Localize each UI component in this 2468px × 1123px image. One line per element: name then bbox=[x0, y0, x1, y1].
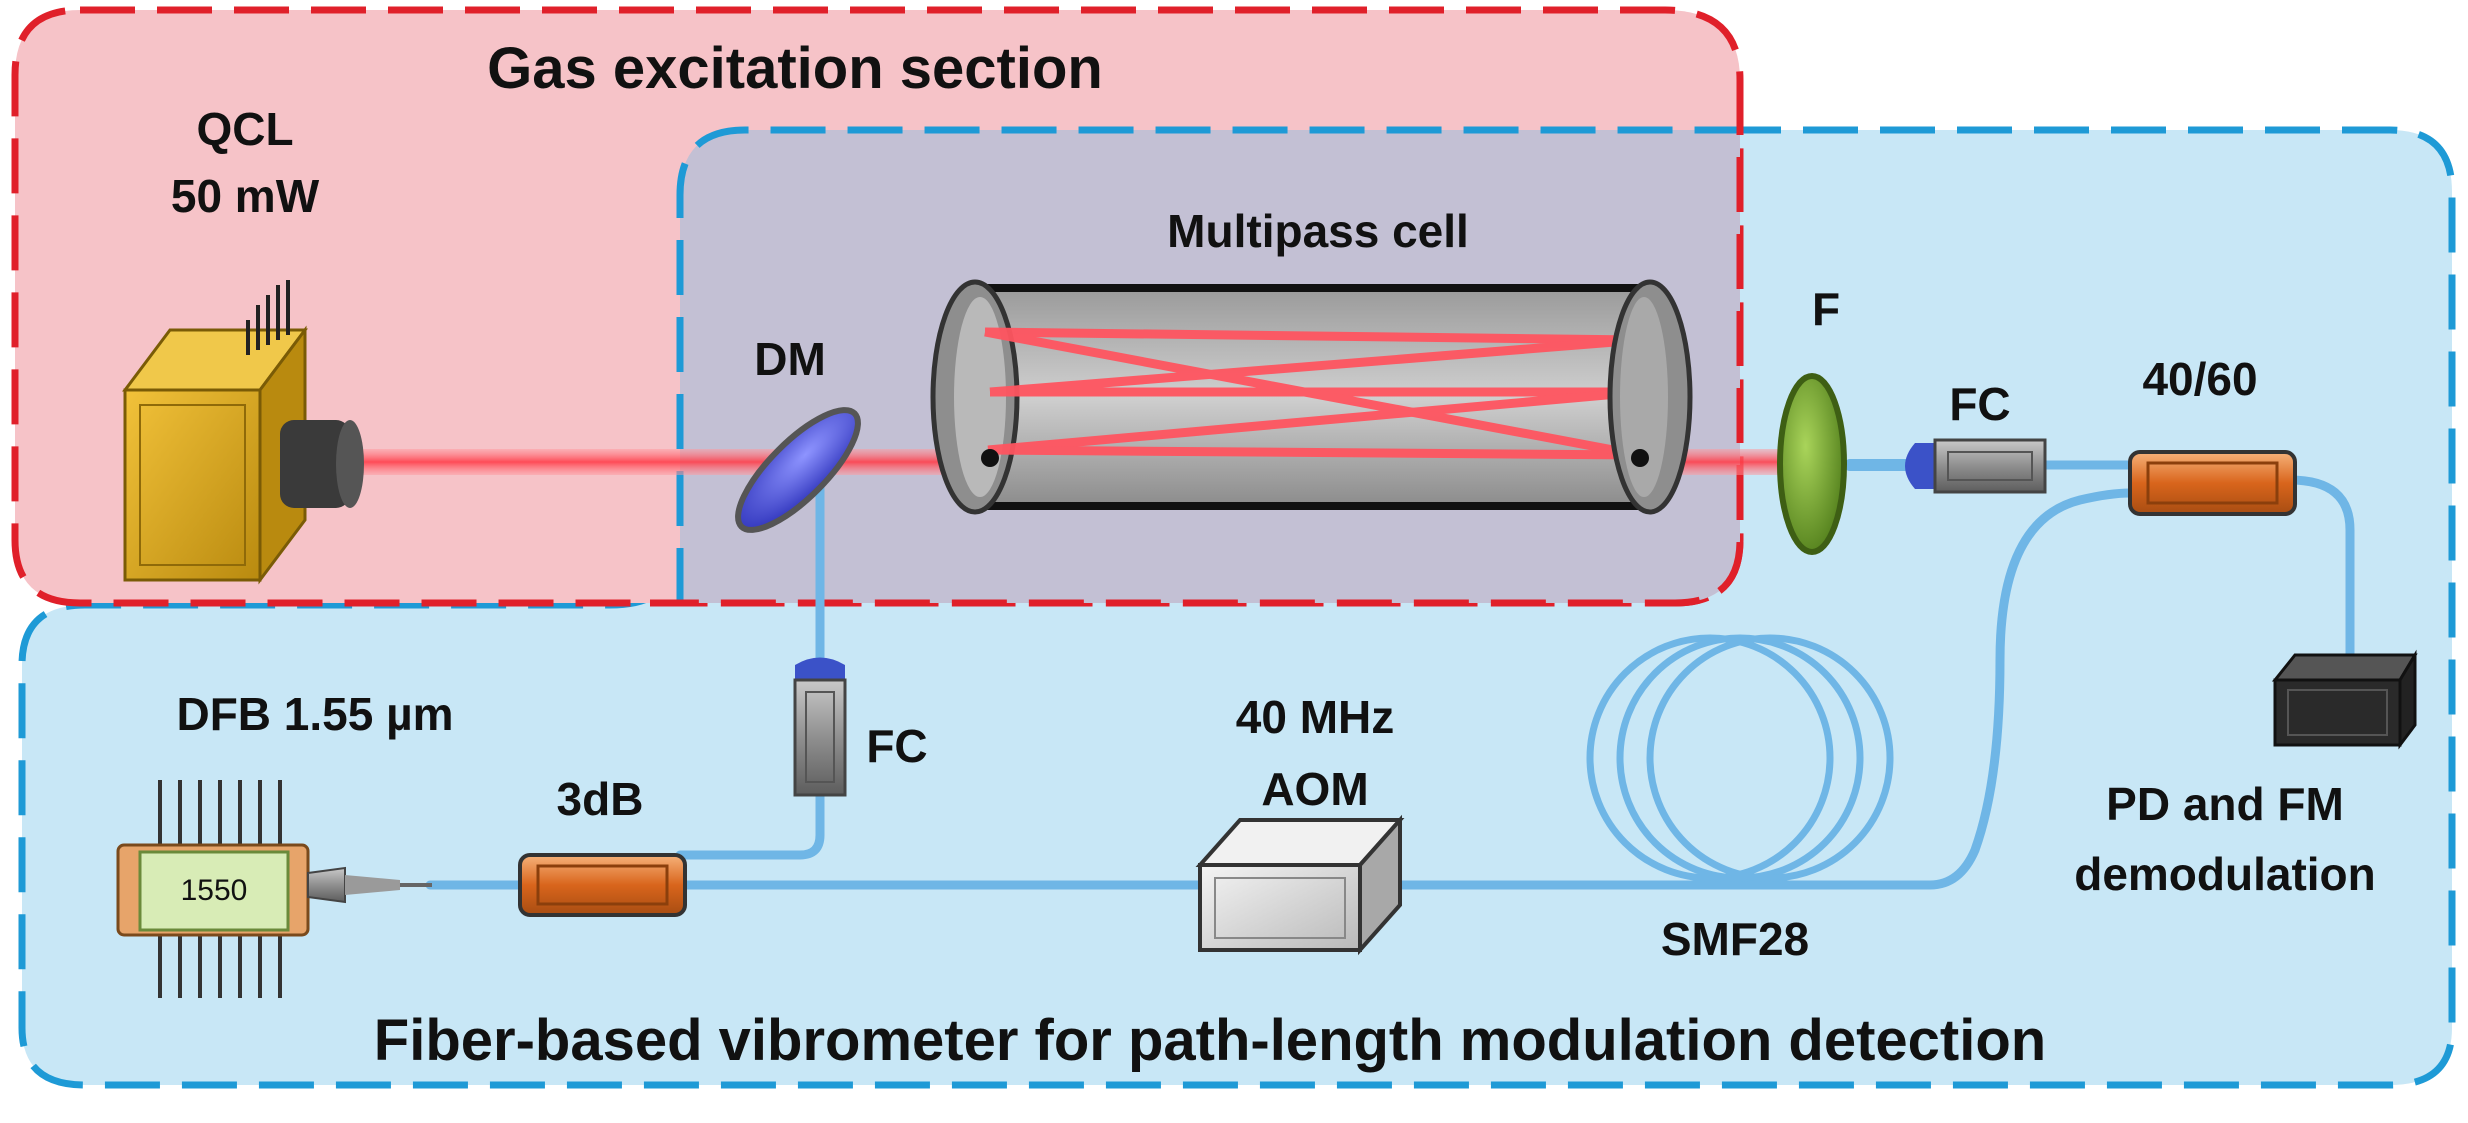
fc-mid-label: FC bbox=[866, 720, 927, 772]
aom-label: AOM bbox=[1261, 763, 1368, 815]
coupler-40-60 bbox=[2128, 450, 2297, 516]
qcl-power-label: 50 mW bbox=[171, 170, 320, 222]
dm-label: DM bbox=[754, 333, 826, 385]
qcl-label: QCL bbox=[196, 103, 293, 155]
photodetector bbox=[2271, 649, 2418, 750]
smf28-label: SMF28 bbox=[1661, 913, 1809, 965]
pd-demod-label: demodulation bbox=[2074, 848, 2376, 900]
dfb-laser bbox=[116, 780, 432, 998]
filter-label: F bbox=[1812, 283, 1840, 335]
coupler-40-60-label: 40/60 bbox=[2142, 353, 2257, 405]
gas-section-title: Gas excitation section bbox=[487, 36, 1103, 101]
aom-box bbox=[1195, 814, 1405, 956]
coupler-3db-label: 3dB bbox=[557, 773, 644, 825]
fiber-coil bbox=[1586, 634, 1894, 882]
pd-label: PD and FM bbox=[2106, 778, 2344, 830]
dfb-chip-label: 1550 bbox=[181, 874, 248, 907]
dfb-label: DFB 1.55 µm bbox=[176, 688, 453, 740]
qcl-laser bbox=[122, 280, 364, 585]
aom-freq-label: 40 MHz bbox=[1236, 691, 1394, 743]
filter bbox=[1777, 373, 1847, 555]
fc-top-label: FC bbox=[1949, 378, 2010, 430]
fiber-collimator-mid bbox=[793, 657, 847, 797]
multipass-cell-label: Multipass cell bbox=[1167, 205, 1469, 257]
multipass-cell bbox=[930, 279, 1693, 515]
vibrometer-section-title: Fiber-based vibrometer for path-length m… bbox=[374, 1008, 2046, 1073]
dichroic-mirror bbox=[735, 407, 861, 533]
coupler-3db bbox=[518, 853, 687, 917]
fiber-network bbox=[425, 458, 2355, 890]
fiber-collimator-top bbox=[1905, 438, 2047, 494]
